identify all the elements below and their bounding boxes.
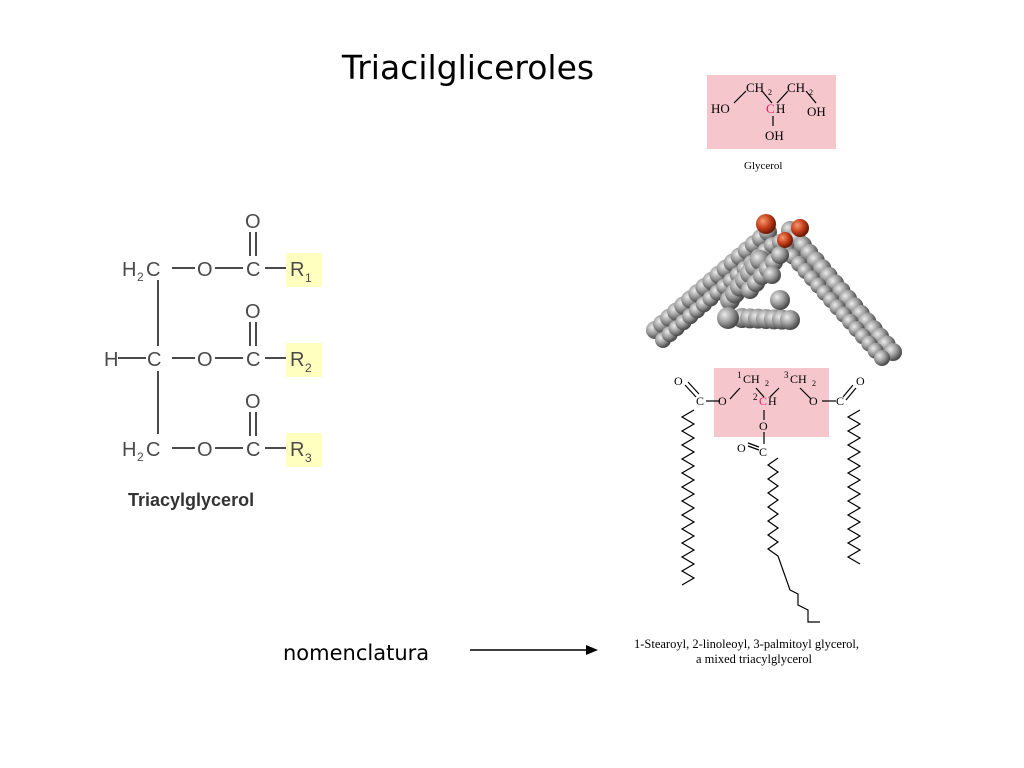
atom-c-carbonyl-row3: C — [246, 439, 260, 461]
mixed-ch2-right-sub: 2 — [812, 379, 816, 388]
triacylglycerol-caption: Triacylglycerol — [128, 490, 254, 510]
glycerol-ch2-left: CH — [746, 80, 764, 95]
oxygen-atom — [756, 214, 776, 234]
mixed-caption-line1: 1-Stearoyl, 2-linoleoyl, 3-palmitoyl gly… — [634, 637, 859, 651]
atom-r2-sub: 2 — [305, 361, 312, 375]
atom-o-row1: O — [197, 259, 213, 281]
atom-o-carbonyl-row1: O — [245, 211, 261, 233]
mixed-center-h: H — [768, 394, 777, 408]
atom-o-carbonyl-row3: O — [245, 391, 261, 413]
mixed-o-mid: O — [737, 441, 746, 455]
atom-sub-row1: 2 — [137, 270, 144, 284]
atom-sub-row3: 2 — [137, 450, 144, 464]
atom-o-row3: O — [197, 439, 213, 461]
mixed-o-ester-mid: O — [759, 419, 768, 433]
carbon-atom — [763, 266, 781, 284]
mixed-highlight — [714, 368, 829, 437]
atom-r1: R — [290, 259, 304, 281]
glycerol-center-c: C — [766, 101, 775, 116]
atom-o-carbonyl-row2: O — [245, 301, 261, 323]
glycerol-highlight — [707, 75, 836, 149]
glycerol-ho: HO — [711, 101, 730, 116]
mixed-caption-line2: a mixed triacylglycerol — [696, 652, 812, 666]
atom-c-row3: C — [146, 439, 160, 461]
r2-highlight — [286, 343, 322, 377]
mixed-o-left: O — [674, 374, 683, 388]
atom-c-row2: C — [147, 349, 161, 371]
atom-r3: R — [290, 439, 304, 461]
atom-h-row3: H — [122, 439, 136, 461]
glycerol-caption: Glycerol — [744, 160, 782, 172]
atom-h-row2: H — [104, 349, 118, 371]
carbon-atom — [770, 290, 790, 310]
atom-c-carbonyl-row2: C — [246, 349, 260, 371]
atom-c-row1: C — [146, 259, 160, 281]
mixed-sup1: 1 — [737, 370, 742, 380]
mixed-o-right: O — [856, 374, 865, 388]
r3-highlight — [286, 433, 322, 467]
glycerol-ch2-right: CH — [787, 80, 805, 95]
mixed-c-mid: C — [759, 445, 767, 459]
carbon-atom — [780, 310, 800, 330]
carbon-atom — [771, 246, 789, 264]
mixed-ch2-right: CH — [790, 372, 807, 386]
glycerol-oh-right: OH — [807, 104, 826, 119]
mixed-c-right: C — [836, 394, 844, 408]
nomenclature-label: nomenclatura — [283, 641, 430, 665]
carbon-atom — [874, 350, 890, 366]
atom-r1-sub: 1 — [305, 271, 312, 285]
glycerol-oh-bottom: OH — [765, 128, 784, 143]
mixed-c-left: C — [696, 394, 704, 408]
mixed-sup3: 3 — [784, 370, 789, 380]
atom-c-carbonyl-row1: C — [246, 259, 260, 281]
glycerol-center-h: H — [776, 101, 785, 116]
mixed-o-ester-left: O — [718, 394, 727, 408]
r1-highlight — [286, 253, 322, 287]
mixed-center-c: C — [759, 394, 767, 408]
mixed-ch2-left: CH — [743, 372, 760, 386]
slide-title: Triacilgliceroles — [341, 48, 595, 87]
oxygen-atom — [777, 232, 793, 248]
glycerol-ch2-left-sub: 2 — [768, 88, 772, 97]
glycerol-ch2-right-sub: 2 — [809, 88, 813, 97]
carbon-atom — [717, 307, 739, 329]
atom-r3-sub: 3 — [305, 451, 312, 465]
atom-r2: R — [290, 349, 304, 371]
mixed-o-ester-right: O — [809, 394, 818, 408]
atom-o-row2: O — [197, 349, 213, 371]
mixed-sup2: 2 — [753, 392, 758, 402]
oxygen-atom — [791, 219, 809, 237]
atom-h-row1: H — [122, 259, 136, 281]
mixed-ch2-left-sub: 2 — [765, 379, 769, 388]
